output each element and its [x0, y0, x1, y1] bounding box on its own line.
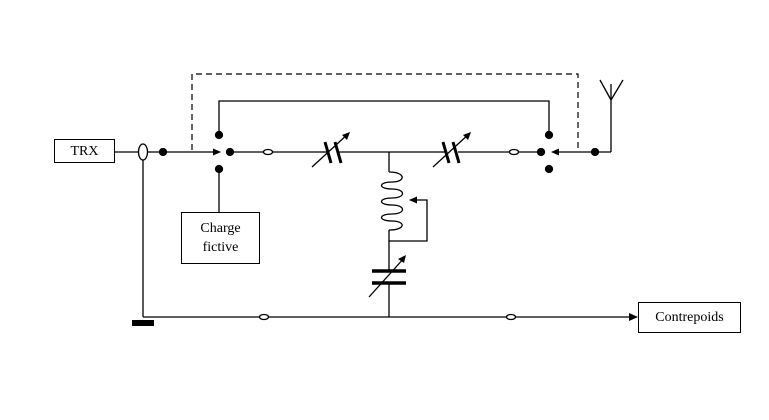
dummy-load-label-line2: fictive — [202, 240, 239, 255]
variable-capacitor-right — [432, 132, 471, 168]
switch-link-dashed — [191, 73, 579, 150]
dummy-load-box: Charge fictive — [181, 212, 260, 264]
counterpoise-label: Contrepoids — [655, 310, 724, 325]
output-switch-contact-middle — [536, 147, 546, 157]
output-switch-contact-bottom — [544, 164, 554, 174]
bypass-wire — [218, 100, 550, 134]
ferrite-bead-main-left — [262, 148, 274, 156]
ground-symbol — [132, 320, 154, 326]
ferrite-bead-ground-right — [505, 313, 517, 321]
ferrite-bead-main-right — [508, 148, 520, 156]
antenna-icon — [599, 79, 624, 101]
input-switch-contact-top — [214, 130, 224, 140]
counterpoise-arrow — [629, 313, 638, 321]
counterpoise-box: Contrepoids — [638, 302, 741, 333]
ferrite-bead-ground-left — [258, 313, 270, 321]
input-switch-arrow — [213, 148, 221, 156]
ferrite-bead-trx — [137, 143, 149, 161]
junction-dot-antenna — [590, 147, 600, 157]
output-switch-arrow — [551, 148, 559, 156]
trx-label: TRX — [70, 143, 99, 159]
variable-capacitor-shunt — [368, 255, 406, 298]
variable-inductor — [380, 171, 428, 242]
output-switch-contact-top — [544, 130, 554, 140]
dummy-load-label-line1: Charge — [200, 221, 241, 236]
junction-dot-trx — [158, 147, 168, 157]
output-switch — [536, 130, 559, 174]
variable-capacitor-left — [311, 132, 350, 168]
trx-box: TRX — [54, 139, 115, 163]
